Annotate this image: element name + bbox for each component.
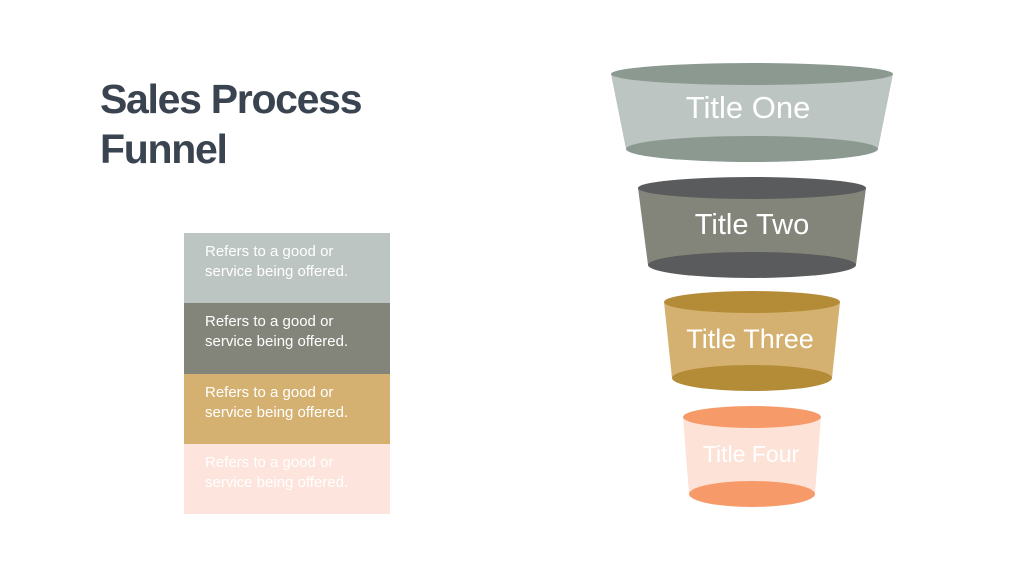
description-3-line-2: service being offered. [205, 404, 349, 421]
funnel-stage-1-top-rim [611, 63, 893, 85]
funnel-stage-2-bottom-rim [648, 252, 856, 278]
description-box-4: Refers to a good or service being offere… [184, 444, 390, 514]
funnel-stage-4-bottom-rim [689, 481, 815, 507]
funnel-stage-2-body [638, 188, 866, 265]
description-box-3: Refers to a good or service being offere… [184, 374, 390, 444]
slide-title-line-2: Funnel [100, 126, 228, 172]
funnel-stage-2-top-rim [638, 177, 866, 199]
description-3-line-1: Refers to a good or [205, 384, 334, 401]
slide-title-line-1: Sales Process [100, 76, 363, 122]
funnel-stage-2-label: Title Two [695, 209, 809, 241]
description-stack: Refers to a good or service being offere… [184, 233, 390, 514]
funnel-stage-2: Title Two [638, 177, 866, 278]
funnel-stage-3-body [664, 302, 840, 378]
description-box-2: Refers to a good or service being offere… [184, 303, 390, 374]
funnel-stage-4: Title Four [683, 406, 821, 507]
description-box-1: Refers to a good or service being offere… [184, 233, 390, 303]
description-4-line-2: service being offered. [205, 474, 349, 491]
description-1-line-2: service being offered. [205, 263, 349, 280]
description-2-line-2: service being offered. [205, 333, 349, 350]
funnel-stage-3-bottom-rim [672, 365, 832, 391]
funnel-stage-4-body [683, 417, 821, 494]
funnel-stage-4-top-rim [683, 406, 821, 428]
funnel-stage-1-label: Title One [686, 90, 811, 125]
description-2-line-1: Refers to a good or [205, 313, 334, 330]
description-4-line-1: Refers to a good or [205, 454, 334, 471]
funnel-stage-1-body [611, 74, 893, 149]
description-1-line-1: Refers to a good or [205, 243, 334, 260]
funnel-stage-1: Title One [611, 63, 893, 162]
funnel-stage-4-label: Title Four [703, 441, 800, 467]
funnel-stage-3-label: Title Three [686, 324, 814, 354]
slide-title: Sales Process Funnel [100, 74, 430, 174]
funnel-stage-3-top-rim [664, 291, 840, 313]
funnel-stage-3: Title Three [664, 291, 840, 391]
funnel-stage-1-bottom-rim [626, 136, 878, 162]
